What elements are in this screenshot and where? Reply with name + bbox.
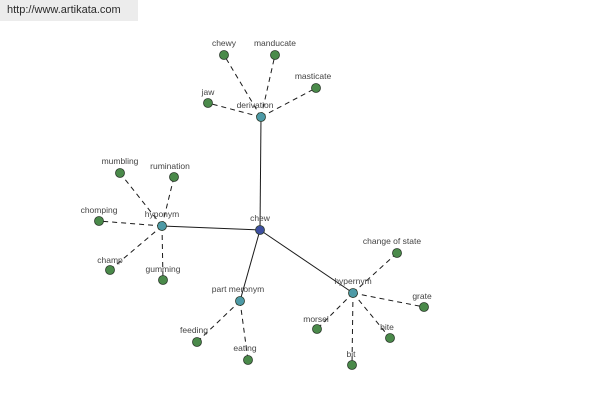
edge-derivation-jaw [207,102,262,118]
edge-part-meronym-eating [239,300,249,361]
term-label-chomping: chomping [81,205,118,215]
edge-derivation-manducate [260,54,276,118]
edge-chew-part-meronym [239,229,261,302]
term-node-mumbling[interactable] [115,168,125,178]
term-node-manducate[interactable] [270,50,280,60]
edge-chew-derivation [259,116,262,231]
edge-hyponym-gumming [161,225,164,281]
graph-nodes [94,50,429,370]
term-node-gumming[interactable] [158,275,168,285]
graph-labels: derivation chewy manducate masticate jaw hypo… [81,38,432,359]
term-node-rumination[interactable] [169,172,179,182]
term-node-grate[interactable] [419,302,429,312]
term-node-morsel[interactable] [312,324,322,334]
term-label-bite: bite [380,322,394,332]
edge-hyponym-champ [109,225,163,271]
source-url-banner: http://www.artikata.com [0,0,138,21]
graph-edges [98,54,425,366]
edge-hypernym-bit [351,292,354,366]
relation-node-hyponym[interactable] [157,221,167,231]
root-label-chew: chew [250,213,271,223]
term-label-jaw: jaw [201,87,216,97]
term-label-gumming: gumming [146,264,181,274]
term-label-bit: bit [347,349,357,359]
edge-derivation-masticate [260,87,317,118]
edge-hyponym-chomping [98,220,163,227]
term-label-champ: champ [97,255,123,265]
term-label-manducate: manducate [254,38,296,48]
term-label-morsel: morsel [303,314,329,324]
term-label-mumbling: mumbling [102,156,139,166]
edge-hypernym-bite [352,292,391,339]
term-node-chewy[interactable] [219,50,229,60]
term-label-rumination: rumination [150,161,190,171]
term-node-masticate[interactable] [311,83,321,93]
relation-node-derivation[interactable] [256,112,266,122]
relation-label-hypernym: hypernym [334,276,371,286]
relation-node-part-meronym[interactable] [235,296,245,306]
source-url-text: http://www.artikata.com [7,4,121,16]
root-node-chew[interactable] [255,225,265,235]
term-label-masticate: masticate [295,71,332,81]
term-label-eating: eating [233,343,256,353]
term-node-change-of-state[interactable] [392,248,402,258]
edge-chew-hyponym [161,225,261,231]
relation-node-hypernym[interactable] [348,288,358,298]
edge-hypernym-change-of-state [352,252,398,294]
term-node-champ[interactable] [105,265,115,275]
term-node-feeding[interactable] [192,337,202,347]
edge-part-meronym-feeding [196,300,241,343]
term-node-chomping[interactable] [94,216,104,226]
edge-hyponym-mumbling [119,172,163,227]
term-node-bite[interactable] [385,333,395,343]
term-node-jaw[interactable] [203,98,213,108]
relation-label-part-meronym: part meronym [212,284,264,294]
edge-chew-hypernym [259,229,354,294]
term-label-grate: grate [412,291,432,301]
edge-derivation-chewy [223,54,262,118]
edge-hypernym-grate [352,292,425,308]
term-label-chewy: chewy [212,38,237,48]
term-node-bit[interactable] [347,360,357,370]
relation-label-derivation: derivation [237,100,274,110]
term-label-feeding: feeding [180,325,208,335]
term-node-eating[interactable] [243,355,253,365]
term-label-change-of-state: change of state [363,236,421,246]
relation-label-hyponym: hyponym [145,209,180,219]
